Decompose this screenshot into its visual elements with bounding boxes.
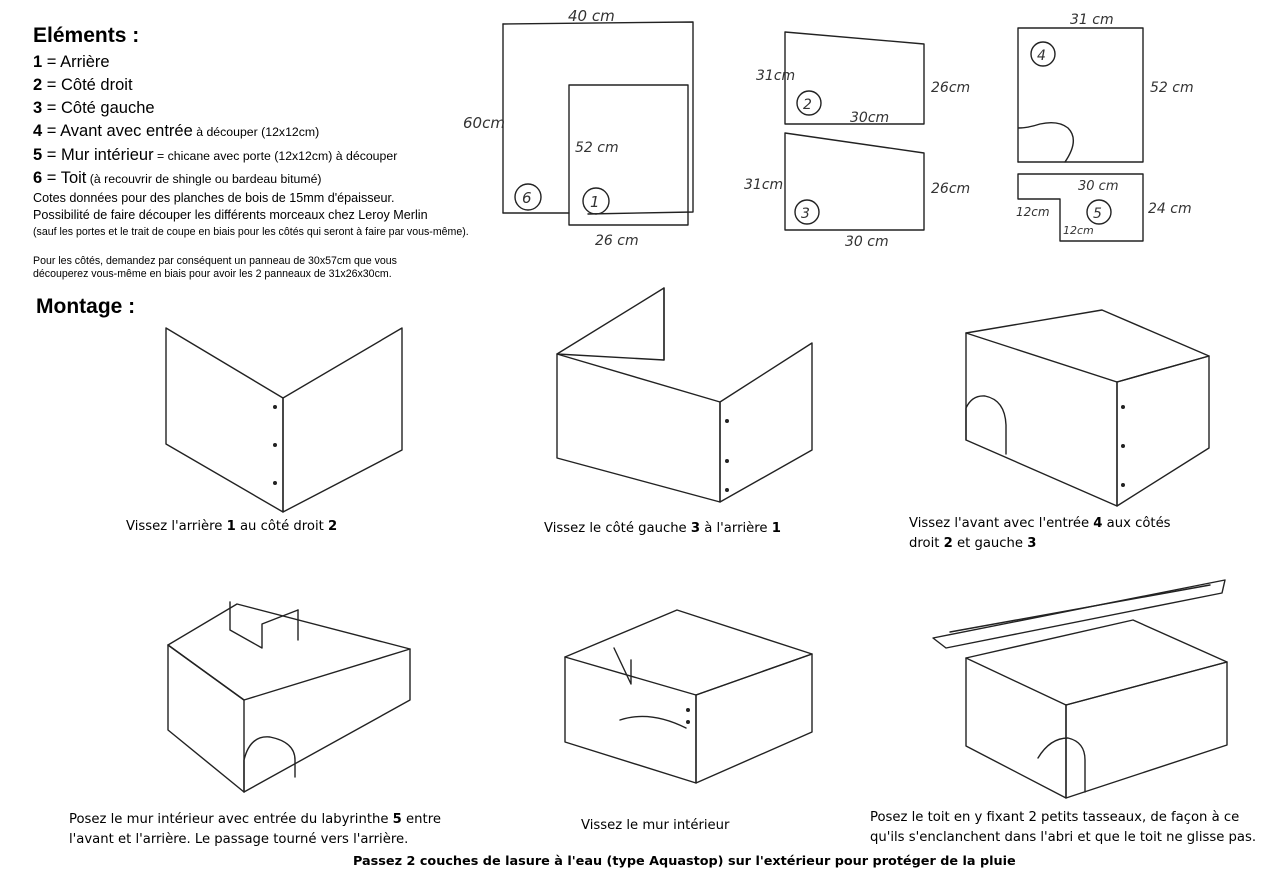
caption-number: 3 (1027, 536, 1037, 551)
element-label: = Côté gauche (42, 99, 155, 117)
footer-note: Passez 2 couches de lasure à l'eau (type… (353, 854, 1016, 869)
plan5-circle: 5 (1093, 206, 1102, 222)
plan2-bottom-label: 30cm (850, 110, 889, 126)
note-sides-2: découperez vous-même en biais pour avoir… (33, 268, 392, 280)
plan-roof-and-back: 40 cm 60cm 52 cm 26 cm 6 1 (463, 7, 694, 249)
step1-drawing (165, 327, 403, 513)
element-number: 2 (33, 76, 43, 94)
element-detail: à découper (12x12cm) (192, 125, 320, 139)
caption-text: Posez le mur intérieur avec entrée du la… (69, 812, 393, 827)
step1-caption: Vissez l'arrière 1 au côté droit 2 (126, 517, 337, 537)
plan1-circle-1: 1 (590, 193, 600, 211)
element-item-1: 1 = Arrière (33, 51, 110, 74)
step5-caption: Vissez le mur intérieur (581, 818, 730, 833)
plan3-circle: 3 (801, 206, 810, 222)
elements-title: Eléments : (33, 24, 140, 47)
caption-text: droit (909, 536, 944, 551)
step2-caption: Vissez le côté gauche 3 à l'arrière 1 (544, 519, 781, 539)
element-detail: = chicane avec porte (12x12cm) à découpe… (153, 149, 398, 163)
element-number: 4 (33, 122, 43, 140)
step5-drawing (564, 609, 813, 784)
step3-drawing (965, 309, 1210, 507)
step6-drawing (932, 579, 1228, 799)
plan4-right-label: 52 cm (1150, 80, 1194, 96)
step4-drawing (167, 601, 411, 793)
caption-number: 4 (1093, 516, 1103, 531)
plan4-top-label: 31 cm (1070, 12, 1114, 28)
plan3-left-label: 31cm (744, 177, 783, 193)
caption-text: qu'ils s'enclanchent dans l'abri et que … (870, 830, 1257, 845)
element-item-2: 2 = Côté droit (33, 74, 133, 97)
caption-text: Vissez l'arrière (126, 519, 227, 534)
element-number: 1 (33, 53, 43, 71)
montage-title: Montage : (36, 295, 136, 318)
note-leroy-merlin: Possibilité de faire découper les différ… (33, 208, 428, 222)
caption-number: 5 (392, 812, 402, 827)
element-label: = Arrière (42, 53, 110, 71)
element-number: 3 (33, 99, 43, 117)
step4-caption: Posez le mur intérieur avec entrée du la… (69, 810, 441, 850)
element-number: 6 (33, 169, 43, 187)
element-detail: (à recouvrir de shingle ou bardeau bitum… (86, 172, 322, 186)
plan5-top-label: 30 cm (1078, 179, 1119, 194)
caption-text: et gauche (952, 536, 1028, 551)
step2-drawing (556, 287, 813, 503)
element-item-3: 3 = Côté gauche (33, 97, 155, 120)
plan1-width-label: 40 cm (568, 7, 615, 25)
caption-text: aux côtés (1102, 516, 1171, 531)
caption-number: 1 (226, 519, 236, 534)
assembly-steps (165, 287, 1228, 799)
caption-number: 2 (943, 536, 953, 551)
plan-right-side: 31cm 26cm 30cm 2 (756, 31, 970, 126)
plan2-right-label: 26cm (931, 80, 970, 96)
plan1-circle-6: 6 (522, 189, 532, 207)
element-label: = Toit (42, 169, 87, 187)
caption-number: 1 (771, 521, 781, 536)
plan1-inner-width-label: 26 cm (595, 233, 639, 249)
caption-text: l'avant et l'arrière. Le passage tourné … (69, 832, 409, 847)
caption-text: Vissez le côté gauche (544, 521, 691, 536)
element-item-6: 6 = Toit (à recouvrir de shingle ou bard… (33, 167, 322, 191)
plan2-left-label: 31cm (756, 68, 795, 84)
plan5-bottom-label: 12cm (1063, 224, 1094, 237)
caption-text: entre (401, 812, 441, 827)
plan-front: 31 cm 52 cm 4 (1017, 12, 1194, 163)
element-item-5: 5 = Mur intérieur = chicane avec porte (… (33, 144, 397, 168)
plan5-left-label: 12cm (1016, 205, 1050, 219)
plan3-bottom-label: 30 cm (845, 234, 889, 250)
element-item-4: 4 = Avant avec entrée à découper (12x12c… (33, 120, 319, 144)
cutting-plans: 40 cm 60cm 52 cm 26 cm 6 1 31cm 26cm 30c… (463, 7, 1194, 250)
caption-text: Vissez l'avant avec l'entrée (909, 516, 1094, 531)
element-label: = Côté droit (42, 76, 133, 94)
element-label: = Avant avec entrée (42, 122, 193, 140)
plan4-circle: 4 (1037, 48, 1046, 64)
caption-text: Posez le toit en y fixant 2 petits tasse… (870, 810, 1240, 825)
caption-text: au côté droit (235, 519, 328, 534)
note-thickness: Cotes données pour des planches de bois … (33, 191, 395, 205)
step3-caption: Vissez l'avant avec l'entrée 4 aux côtés… (909, 514, 1171, 554)
step6-caption: Posez le toit en y fixant 2 petits tasse… (870, 808, 1256, 848)
plan3-right-label: 26cm (931, 181, 970, 197)
plan-inner-wall: 30 cm 24 cm 12cm 12cm 5 (1016, 173, 1192, 242)
plan1-height-label: 60cm (463, 114, 505, 132)
plan1-inner-height-label: 52 cm (575, 140, 619, 156)
plan-left-side: 31cm 26cm 30 cm 3 (744, 132, 970, 250)
element-number: 5 (33, 146, 43, 164)
plan5-right-label: 24 cm (1148, 201, 1192, 217)
caption-text: à l'arrière (700, 521, 772, 536)
caption-number: 3 (690, 521, 701, 536)
plan2-circle: 2 (803, 97, 812, 113)
note-sides-1: Pour les côtés, demandez par conséquent … (33, 255, 397, 267)
note-exceptions: (sauf les portes et le trait de coupe en… (33, 226, 469, 238)
caption-number: 2 (327, 519, 338, 534)
element-label: = Mur intérieur (42, 146, 154, 164)
